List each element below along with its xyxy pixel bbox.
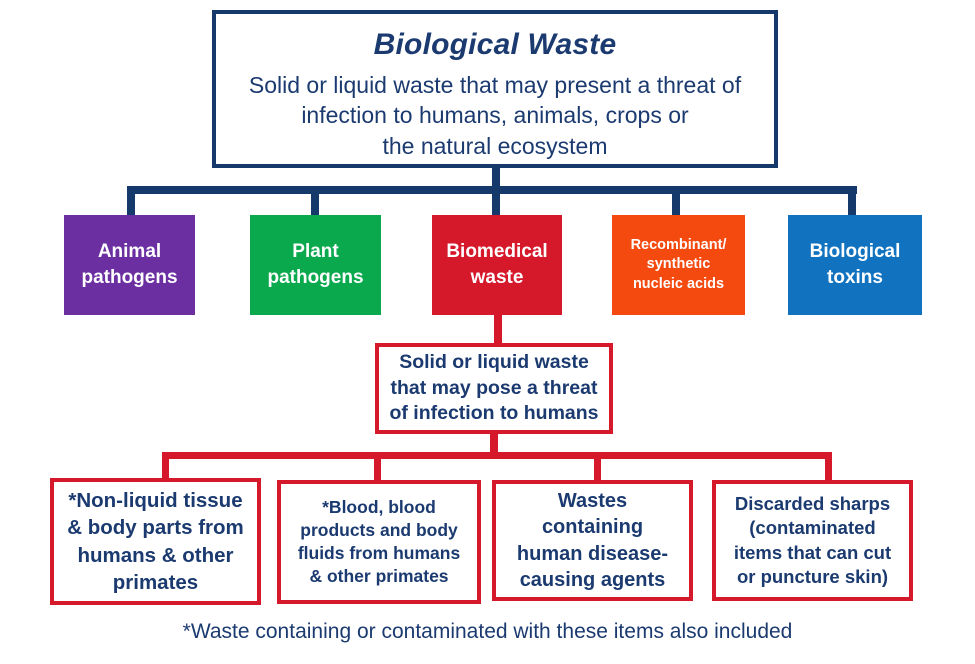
connector-drop-discarded-sharps (825, 452, 832, 484)
connector-drop-plant-pathogens (311, 186, 319, 218)
subtype-text-disease-agents: Wastes containing human disease- causing… (516, 489, 669, 591)
subtype-text-nonliquid-tissue: *Non-liquid tissue & body parts from hum… (67, 489, 244, 594)
category-box-biomedical-waste: Biomedical waste (432, 215, 562, 315)
biomedical-definition-box: Solid or liquid waste that may pose a th… (375, 343, 613, 434)
connector-root-stem (492, 166, 500, 190)
category-box-plant-pathogens: Plant pathogens (250, 215, 381, 315)
category-label-biomedical-waste: Biomedical waste (446, 241, 548, 288)
connector-drop-nonliquid-tissue (162, 452, 169, 482)
category-label-plant-pathogens: Plant pathogens (267, 241, 364, 288)
subtype-box-discarded-sharps: Discarded sharps (contaminated items tha… (712, 480, 913, 601)
category-label-recombinant: Recombinant/ synthetic nucleic acids (630, 236, 727, 292)
connector-definition-stem (490, 430, 498, 458)
connector-biomedical-stem (494, 315, 502, 347)
connector-drop-biomedical-waste (492, 186, 500, 218)
category-box-recombinant: Recombinant/ synthetic nucleic acids (612, 215, 745, 315)
footnote-text: *Waste containing or contaminated with t… (182, 620, 793, 643)
connector-drop-recombinant (672, 186, 680, 218)
diagram-title: Biological Waste (373, 28, 617, 61)
root-definition-text: Solid or liquid waste that may present a… (248, 72, 742, 159)
subtype-box-blood-products: *Blood, blood products and body fluids f… (277, 480, 481, 604)
category-box-animal-pathogens: Animal pathogens (64, 215, 195, 315)
category-label-animal-pathogens: Animal pathogens (81, 241, 178, 288)
category-label-biological-toxins: Biological toxins (809, 241, 901, 288)
subtype-text-blood-products: *Blood, blood products and body fluids f… (297, 496, 461, 587)
subtype-text-discarded-sharps: Discarded sharps (contaminated items tha… (733, 492, 892, 587)
connector-drop-blood-products (374, 452, 381, 484)
category-box-biological-toxins: Biological toxins (788, 215, 922, 315)
connector-drop-biological-toxins (848, 186, 856, 218)
root-definition-box: Biological Waste Solid or liquid waste t… (212, 10, 778, 168)
connector-drop-animal-pathogens (127, 186, 135, 218)
subtype-box-disease-agents: Wastes containing human disease- causing… (492, 480, 693, 601)
biomedical-definition-text: Solid or liquid waste that may pose a th… (389, 350, 599, 425)
connector-subtypes-horizontal (162, 452, 832, 459)
connector-drop-disease-agents (594, 452, 601, 484)
subtype-box-nonliquid-tissue: *Non-liquid tissue & body parts from hum… (50, 478, 261, 605)
